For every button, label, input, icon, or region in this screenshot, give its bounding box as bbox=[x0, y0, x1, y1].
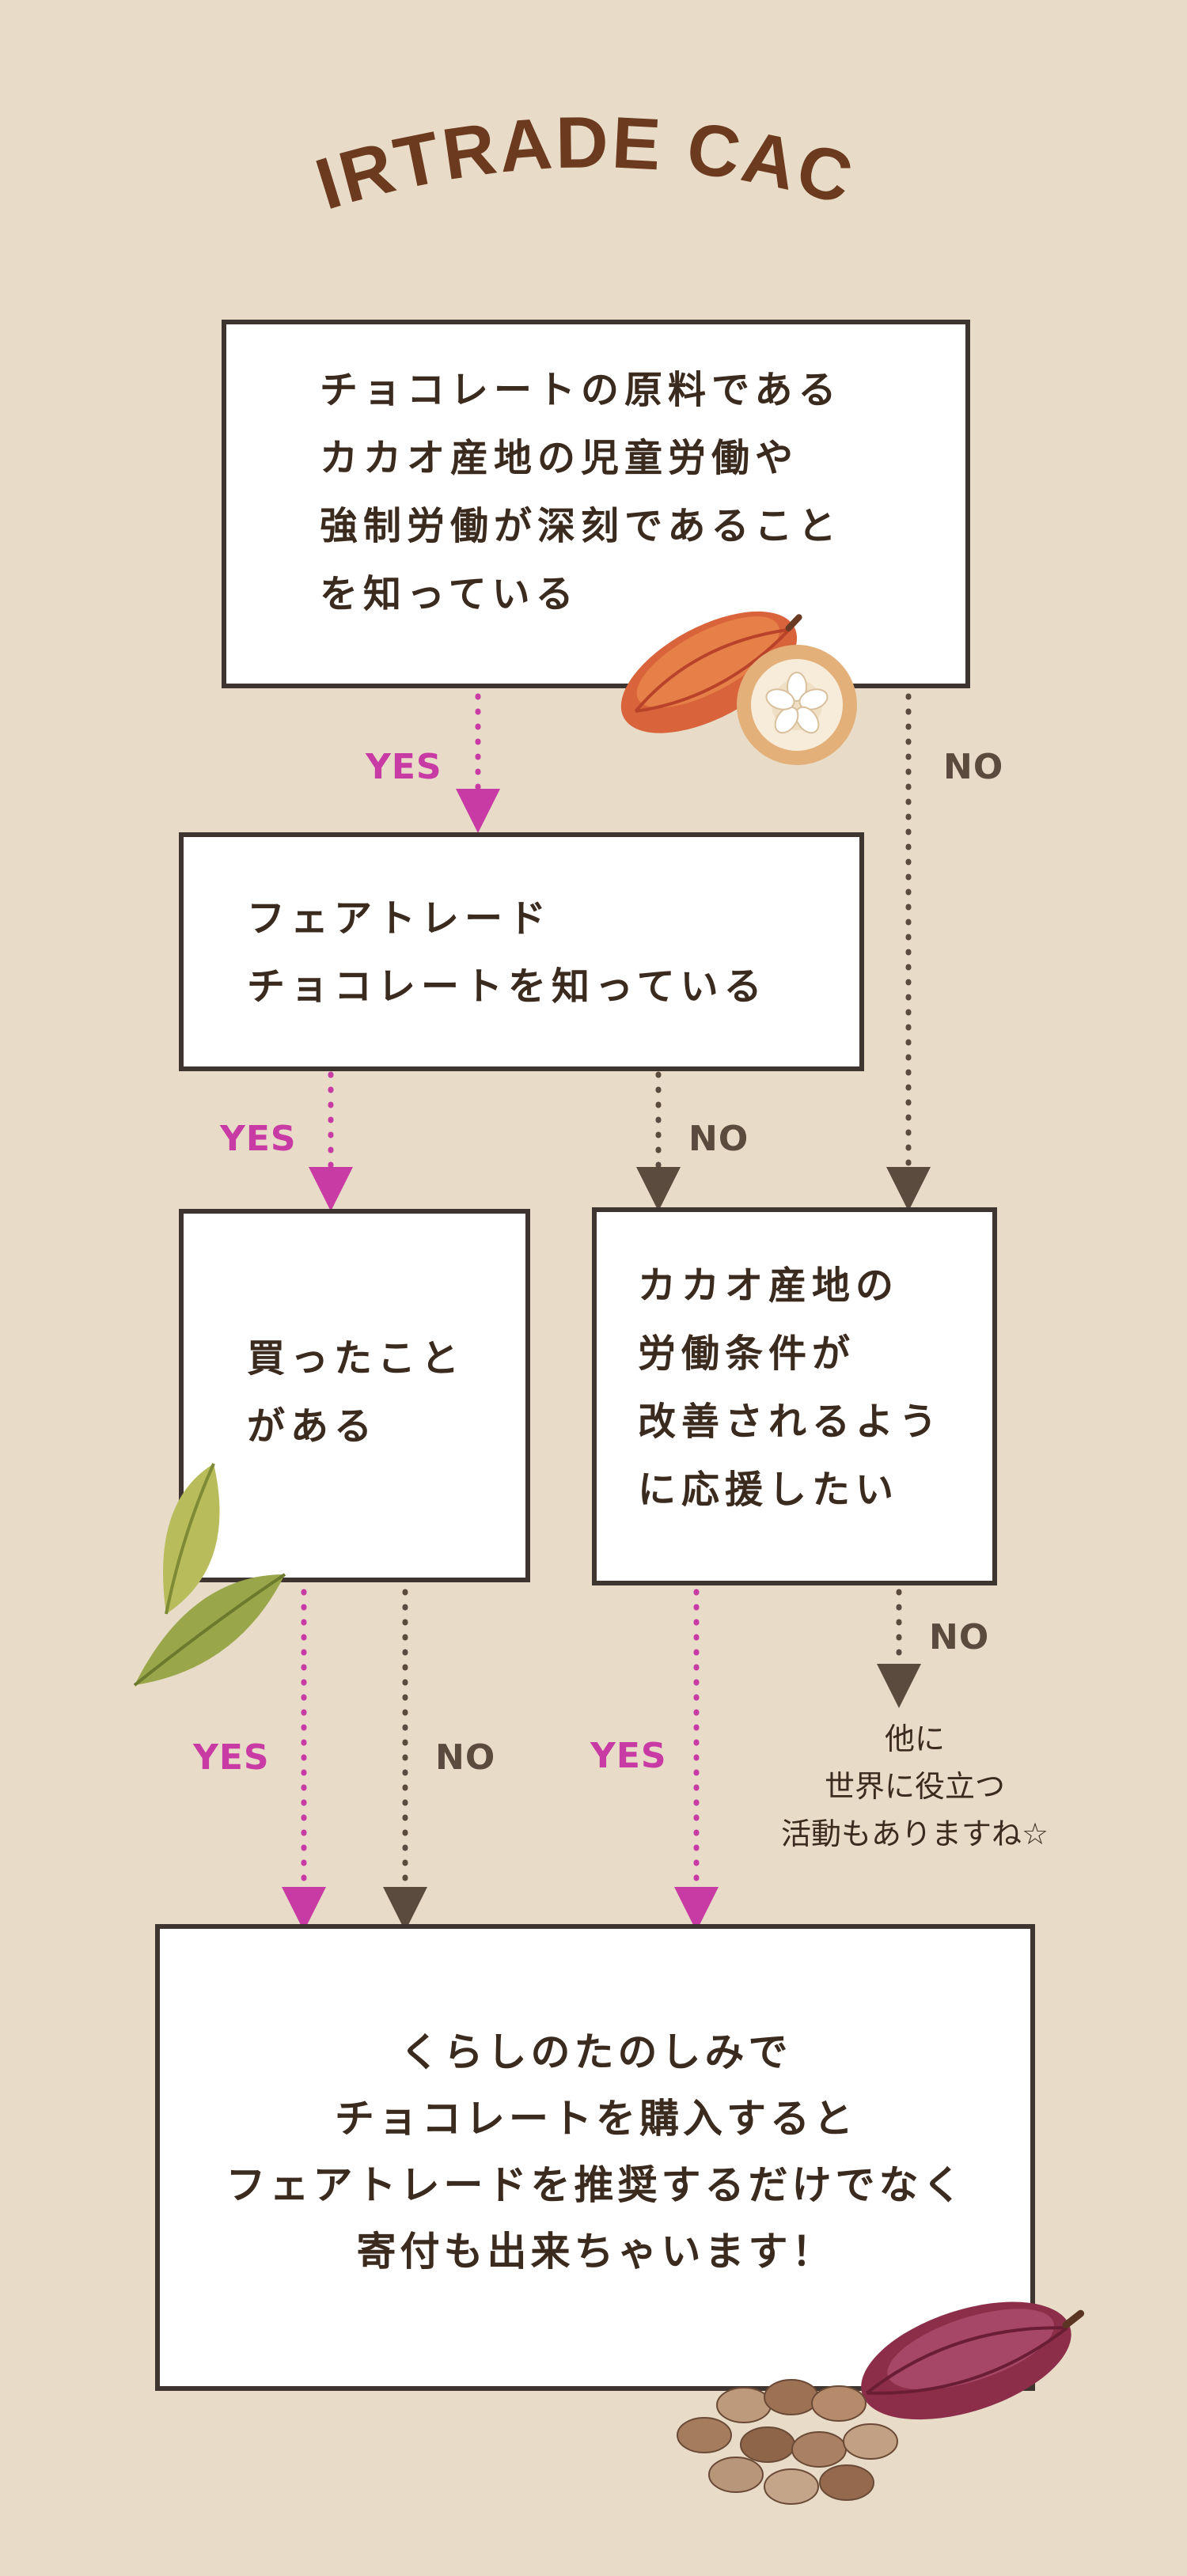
question-box-1: チョコレートの原料である カカオ産地の児童労働や 強制労働が深刻であること を知… bbox=[222, 320, 970, 688]
q1-line: チョコレートの原料である bbox=[320, 368, 842, 412]
cacao-pod-dark-icon bbox=[861, 2301, 1085, 2420]
q1-line: 強制労働が深刻であること bbox=[320, 504, 842, 548]
result-line: フェアトレードを推奨するだけでなく bbox=[226, 2162, 966, 2208]
label-q2-yes: YES bbox=[220, 1119, 297, 1159]
q1-line: カカオ産地の児童労働や bbox=[320, 436, 799, 480]
label-q2-no: NO bbox=[688, 1119, 749, 1159]
q4-line: に応援したい bbox=[638, 1468, 900, 1512]
q3-line: がある bbox=[247, 1404, 378, 1449]
label-q3-no: NO bbox=[435, 1737, 496, 1778]
result-box bbox=[155, 1924, 1035, 2391]
label-q3-yes: YES bbox=[193, 1737, 270, 1778]
note-line: 世界に役立つ bbox=[824, 1769, 1005, 1804]
question-1-text: チョコレートの原料である カカオ産地の児童労働や 強制労働が深刻であること を知… bbox=[320, 356, 842, 628]
q4-line: カカオ産地の bbox=[638, 1263, 900, 1308]
question-2-text: フェアトレード チョコレートを知っている bbox=[247, 885, 768, 1021]
label-q4-yes: YES bbox=[590, 1736, 667, 1776]
result-line: チョコレートを購入すると bbox=[335, 2096, 857, 2142]
question-box-4: カカオ産地の 労働条件が 改善されるよう に応援したい bbox=[592, 1207, 997, 1585]
cacao-pod-half-icon bbox=[737, 645, 857, 765]
q4-line: 改善されるよう bbox=[638, 1400, 943, 1444]
result-line: 寄付も出来ちゃいます！ bbox=[356, 2229, 836, 2275]
question-box-2: フェアトレード チョコレートを知っている bbox=[179, 832, 864, 1071]
cacao-pod-icon bbox=[620, 611, 802, 733]
label-q1-no: NO bbox=[943, 747, 1004, 787]
question-3-text: 買ったこと がある bbox=[247, 1324, 465, 1460]
q3-line: 買ったこと bbox=[247, 1336, 465, 1381]
q2-line: フェアトレード bbox=[247, 896, 552, 941]
leaf-icon bbox=[133, 1463, 286, 1687]
label-q1-yes: YES bbox=[366, 747, 442, 787]
result-line: くらしのたのしみで bbox=[400, 2029, 792, 2075]
side-note: 他に 世界に役立つ 活動もありますね☆ bbox=[749, 1715, 1081, 1858]
q4-line: 労働条件が bbox=[638, 1332, 856, 1376]
question-4-text: カカオ産地の 労働条件が 改善されるよう に応援したい bbox=[638, 1252, 942, 1524]
note-line: 活動もありますね☆ bbox=[780, 1816, 1049, 1851]
result-text: くらしのたのしみで チョコレートを購入すると フェアトレードを推奨するだけでなく… bbox=[158, 2019, 1033, 2285]
title-arc: FAIRTRADE CACAO bbox=[0, 0, 860, 225]
q2-line: チョコレートを知っている bbox=[247, 964, 768, 1009]
label-q4-no: NO bbox=[929, 1617, 990, 1657]
question-box-3: 買ったこと がある bbox=[179, 1209, 530, 1582]
note-line: 他に bbox=[884, 1722, 945, 1756]
q1-line: を知っている bbox=[320, 572, 579, 616]
cacao-bean-icon bbox=[677, 2379, 898, 2505]
